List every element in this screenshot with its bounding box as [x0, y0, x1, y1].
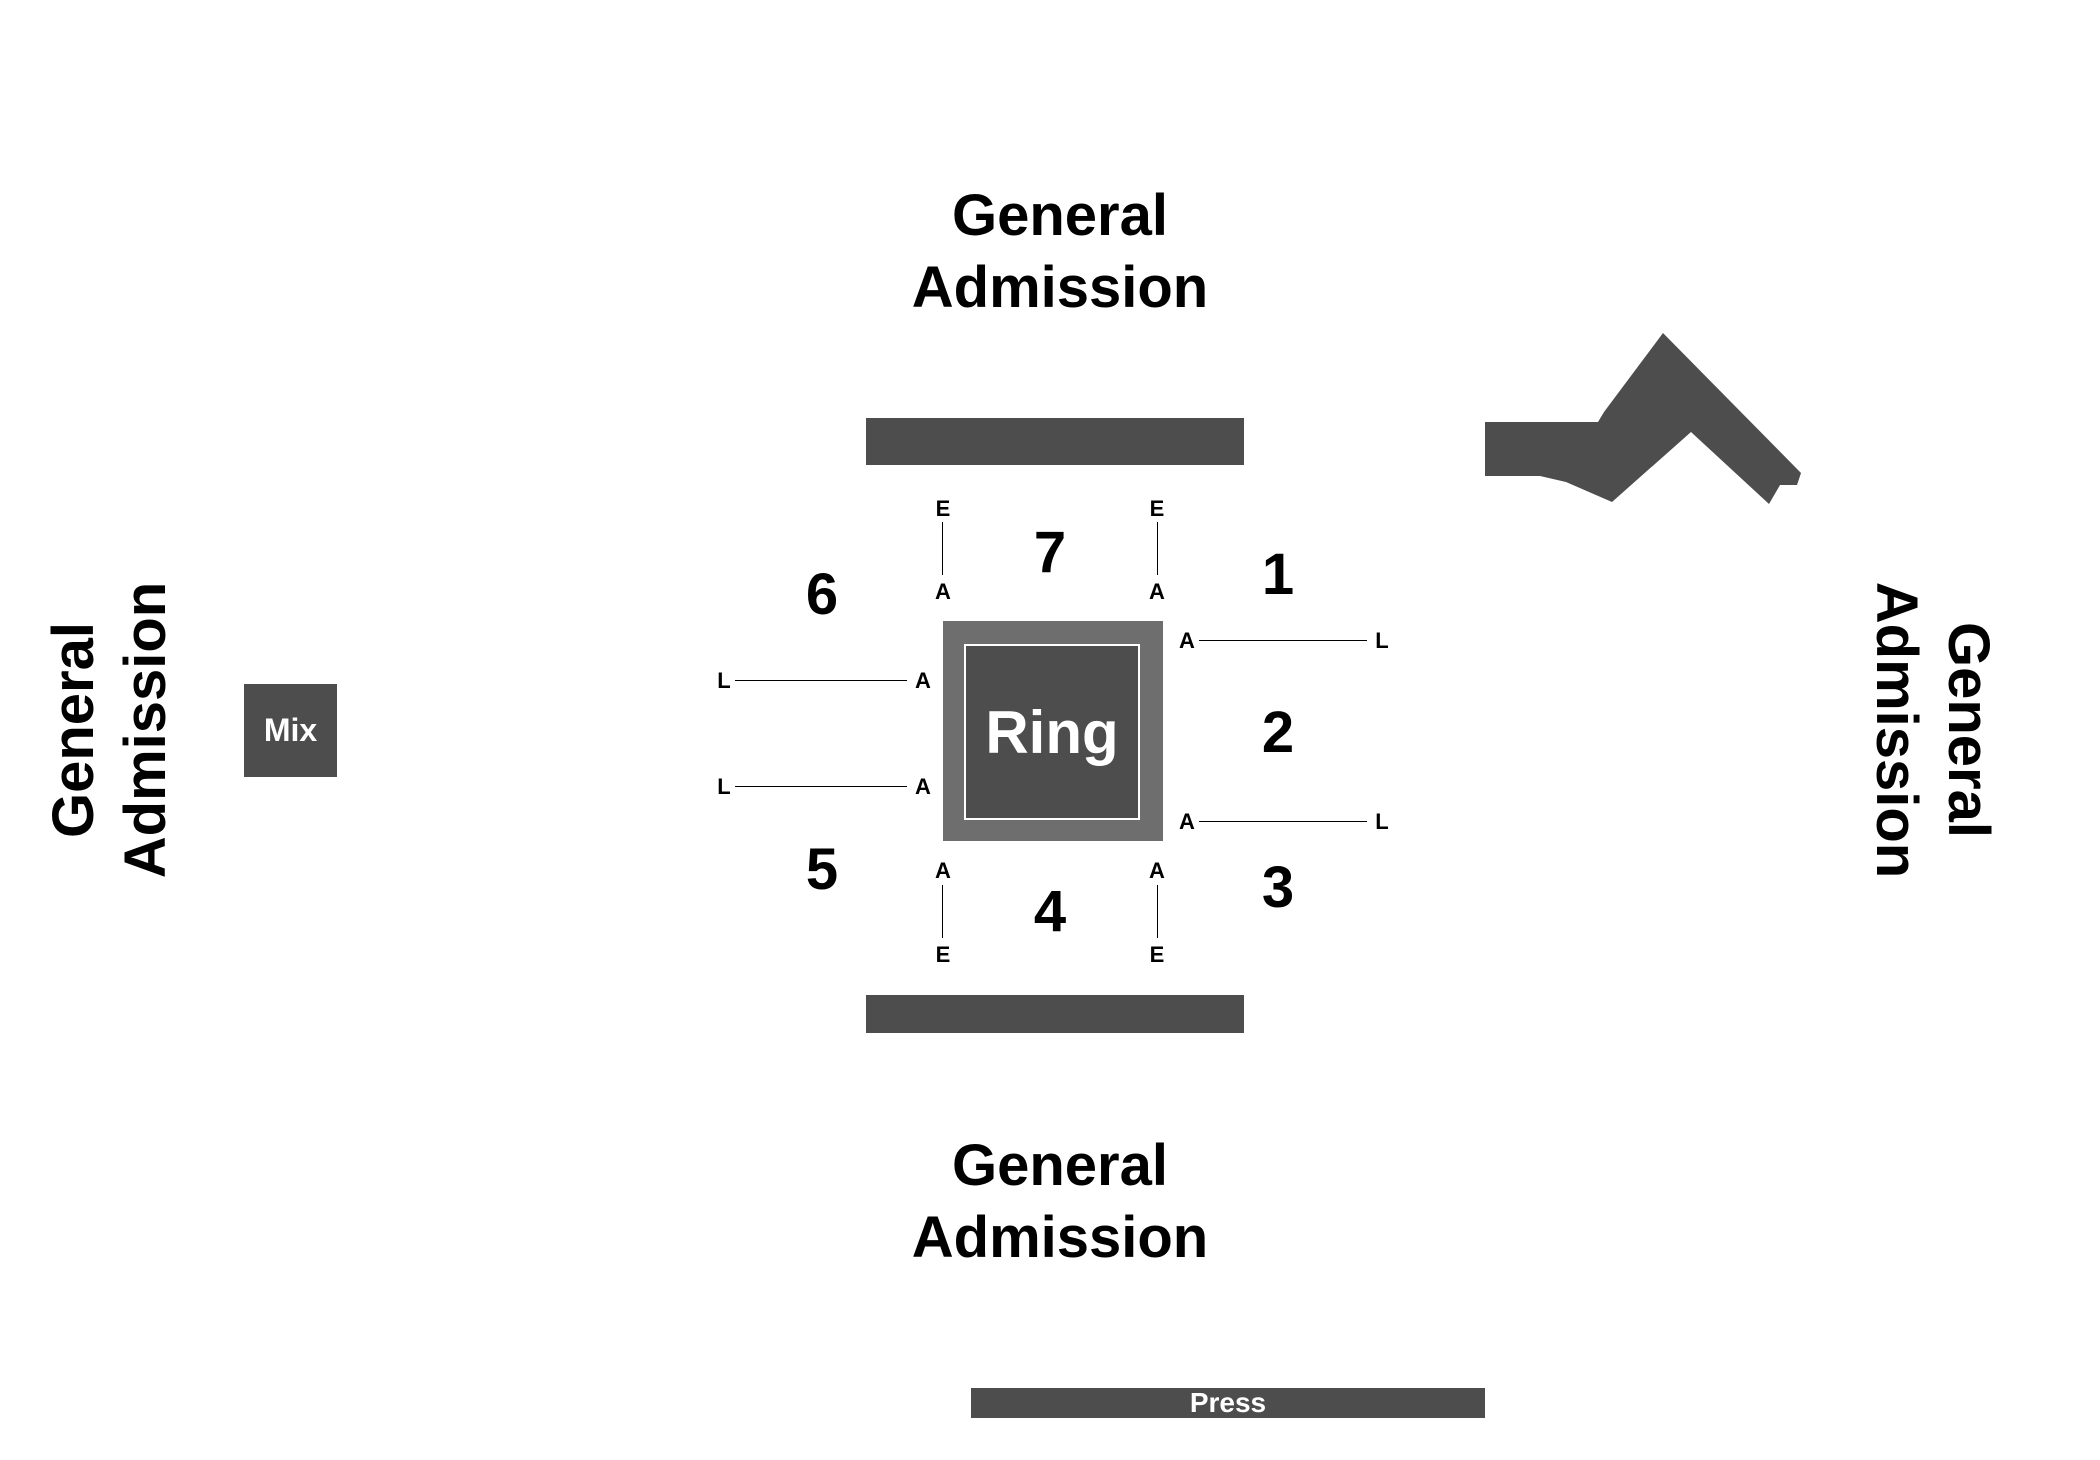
right-irregular-block[interactable]	[1480, 328, 1840, 518]
row-e-bottom-left: E	[935, 942, 951, 967]
row-line-right-upper	[1199, 640, 1367, 641]
press-bar[interactable]: Press	[971, 1387, 1485, 1418]
ga-top-label[interactable]: General Admission	[850, 180, 1270, 324]
ga-left-line1: General	[41, 622, 106, 838]
ga-top-line2: Admission	[911, 255, 1209, 320]
press-label: Press	[1189, 1387, 1267, 1418]
row-a-left-upper: A	[915, 668, 931, 693]
row-a-bottom-left: A	[935, 858, 951, 883]
row-a-top-left: A	[935, 579, 951, 604]
row-line-bottom-right	[1157, 885, 1158, 938]
section-5[interactable]: 5	[805, 837, 839, 902]
ga-bottom-line1: General	[952, 1133, 1168, 1198]
bottom-seating-bar[interactable]	[866, 995, 1244, 1033]
row-a-bottom-right: A	[1149, 858, 1165, 883]
ga-right-line2: Admission	[1864, 581, 1929, 879]
right-irregular-shape[interactable]	[1485, 333, 1801, 504]
ga-left-line2: Admission	[113, 581, 178, 879]
ga-right-label[interactable]: General Admission	[1860, 560, 2004, 900]
row-a-left-lower: A	[915, 774, 931, 799]
row-a-top-right: A	[1149, 579, 1165, 604]
mix-label: Mix	[263, 712, 318, 748]
section-7[interactable]: 7	[1033, 520, 1067, 585]
row-line-bottom-left	[942, 885, 943, 938]
row-line-top-right	[1157, 522, 1158, 575]
section-1[interactable]: 1	[1261, 542, 1295, 607]
top-seating-bar[interactable]	[866, 418, 1244, 465]
row-l-left-lower: L	[717, 774, 731, 799]
row-a-right-lower: A	[1179, 809, 1195, 834]
section-2[interactable]: 2	[1261, 700, 1295, 765]
row-e-top-left: E	[935, 496, 951, 521]
ring-label: Ring	[985, 698, 1119, 766]
row-line-top-left	[942, 522, 943, 575]
ga-bottom-line2: Admission	[911, 1205, 1209, 1270]
row-line-left-lower	[735, 786, 907, 787]
ga-top-line1: General	[952, 183, 1168, 248]
mix-box[interactable]: Mix	[244, 684, 337, 777]
section-4[interactable]: 4	[1033, 879, 1067, 944]
section-6[interactable]: 6	[805, 562, 839, 627]
row-l-right-upper: L	[1375, 628, 1389, 653]
row-l-right-lower: L	[1375, 809, 1389, 834]
ga-bottom-label[interactable]: General Admission	[850, 1130, 1270, 1274]
row-a-right-upper: A	[1179, 628, 1195, 653]
ga-right-line1: General	[1936, 622, 2001, 838]
row-line-left-upper	[735, 680, 907, 681]
ga-left-label[interactable]: General Admission	[38, 560, 182, 900]
row-l-left-upper: L	[717, 668, 731, 693]
row-line-right-lower	[1199, 821, 1367, 822]
row-e-bottom-right: E	[1149, 942, 1165, 967]
ring[interactable]: Ring	[964, 644, 1140, 820]
row-e-top-right: E	[1149, 496, 1165, 521]
section-3[interactable]: 3	[1261, 855, 1295, 920]
